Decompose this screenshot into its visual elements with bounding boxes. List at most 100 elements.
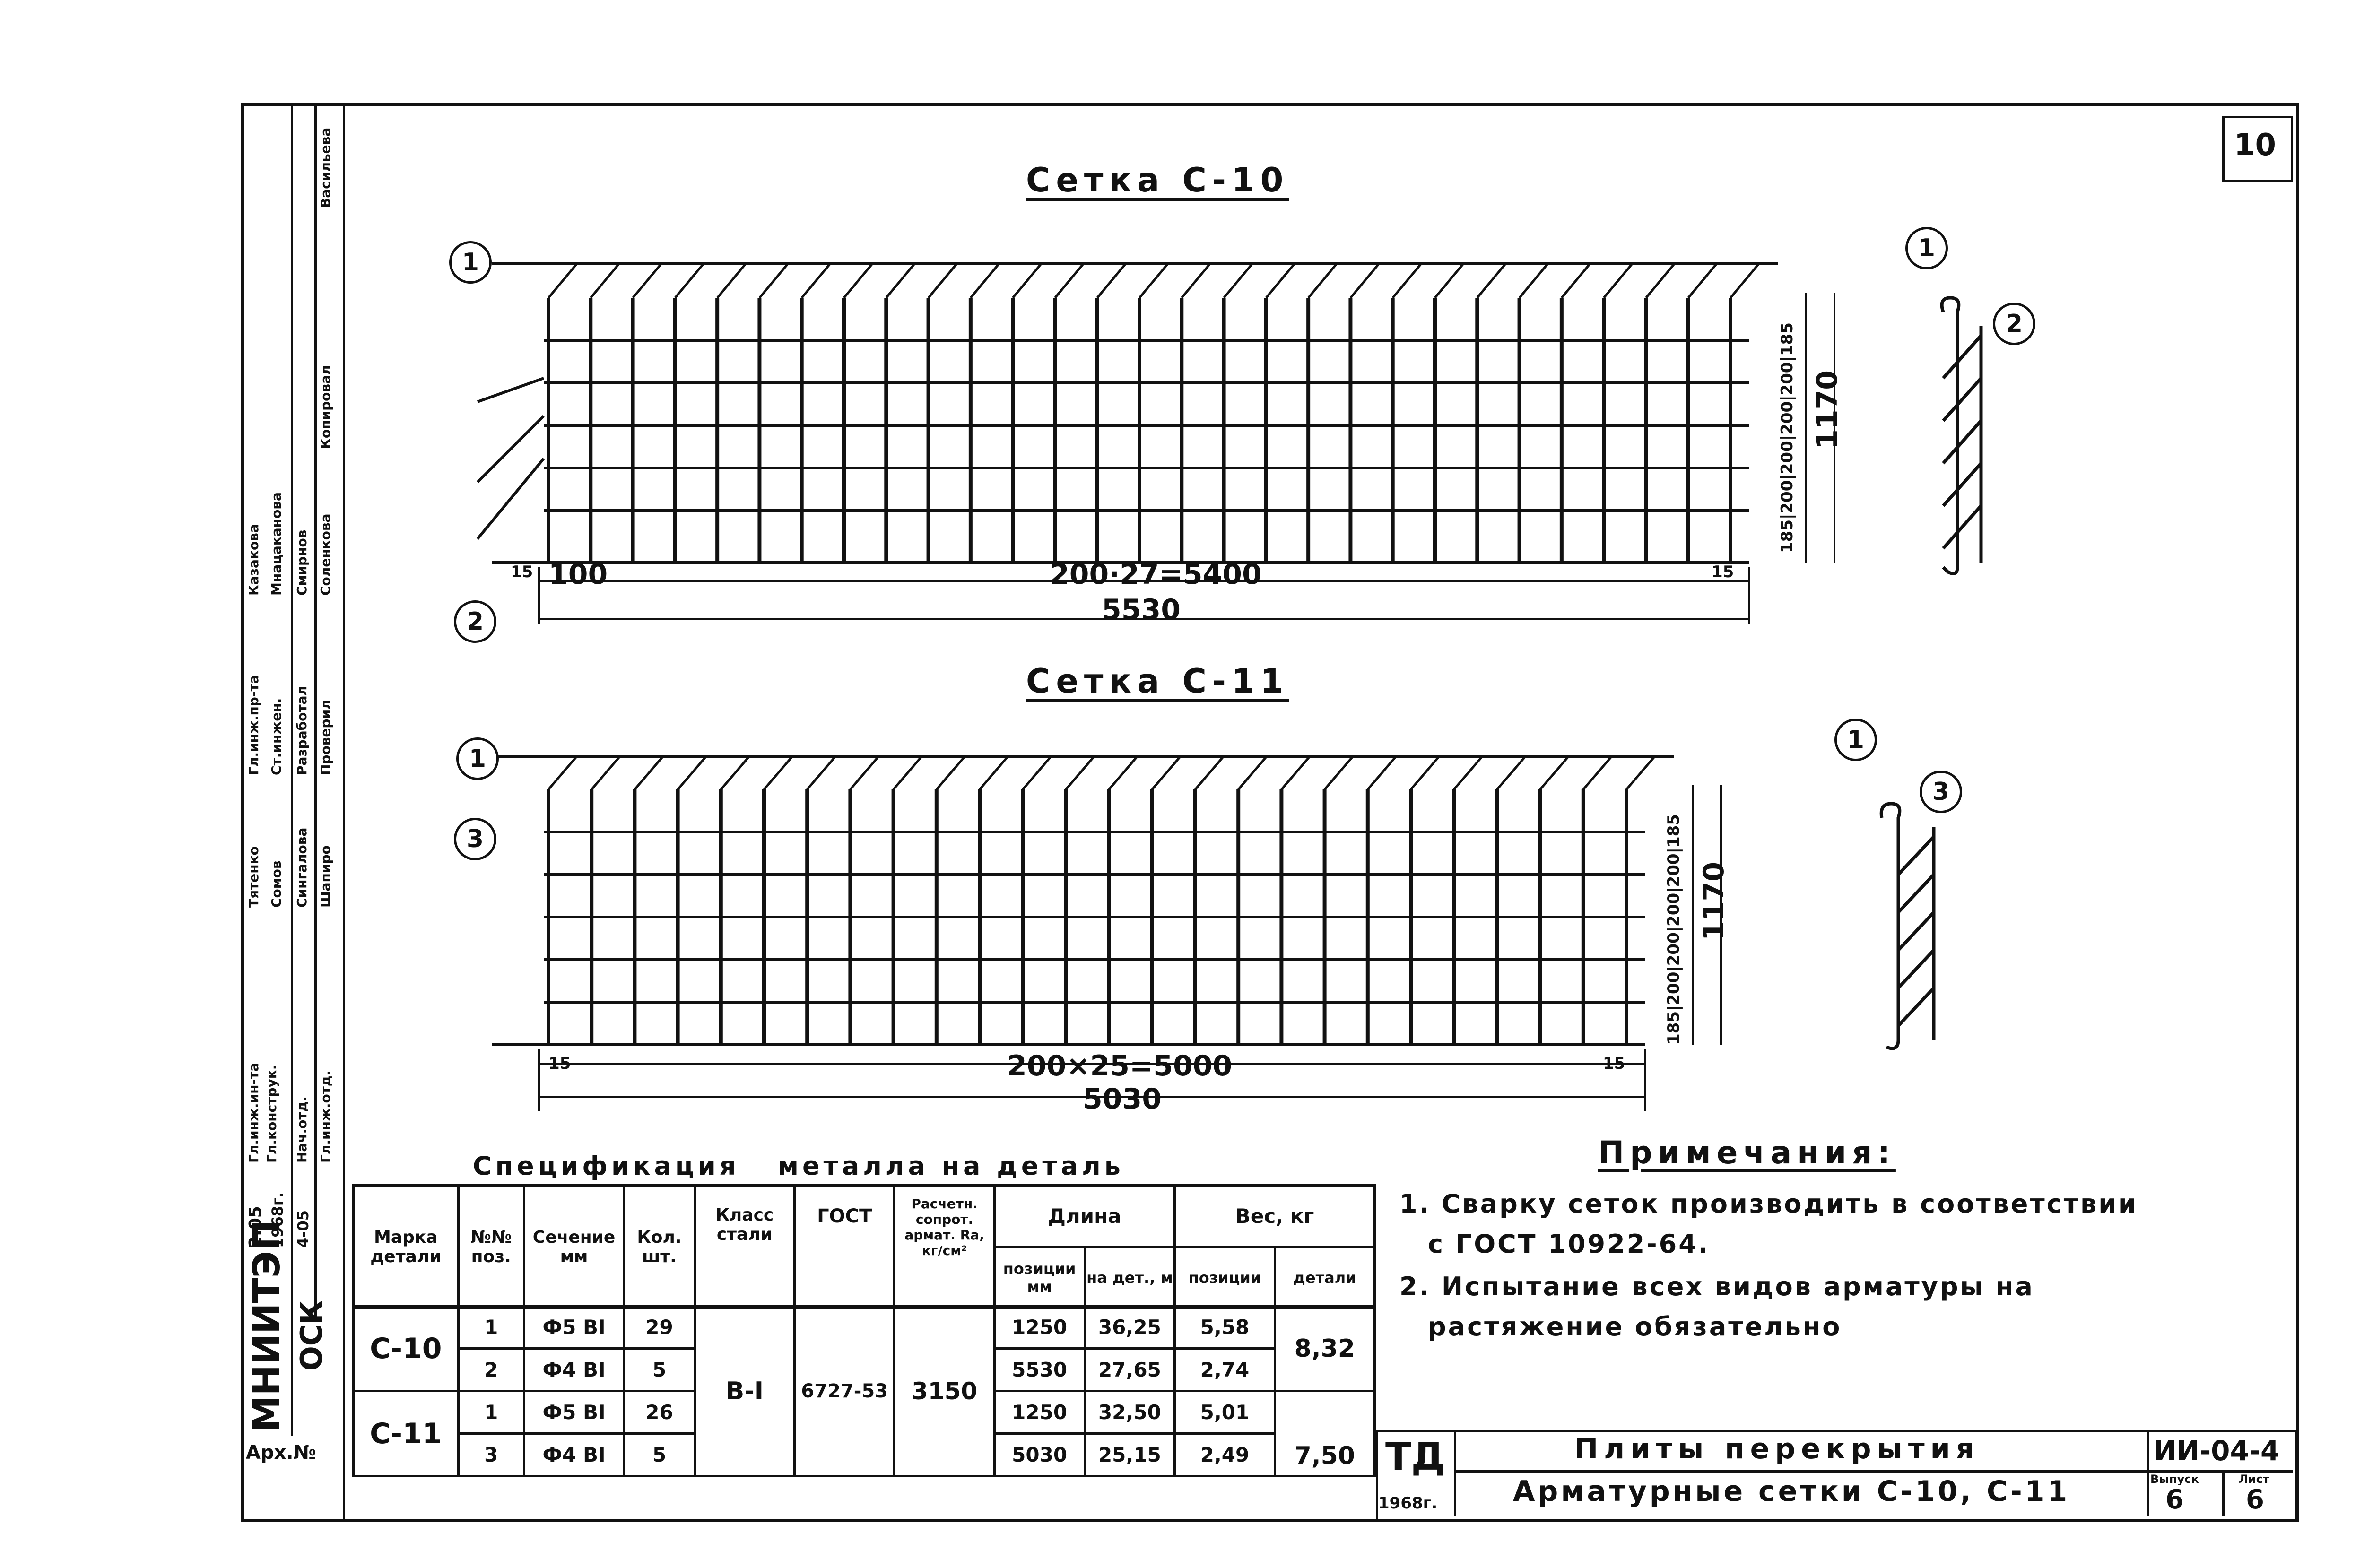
row-3-pos: 3 (457, 1432, 525, 1477)
row-0-qty: 29 (623, 1305, 696, 1350)
mesh-c10-dim-right: 15 (1712, 563, 1734, 581)
staff-name-3: Шапиро (318, 845, 333, 908)
rebar-hook (677, 755, 707, 790)
hdr-weight: Вес, кг (1173, 1184, 1376, 1248)
row-1-section: Ф4 ВI (522, 1347, 626, 1392)
rebar-hook (716, 263, 747, 299)
tb-code: ИИ-04-4 (2154, 1435, 2280, 1467)
rebar-hook (1139, 263, 1169, 299)
row-0-section: Ф5 ВI (522, 1305, 626, 1350)
rebar-hook (1054, 263, 1085, 299)
mesh-c11-section (1879, 802, 1936, 1050)
rebar-hook (1366, 755, 1397, 790)
hdr-steel: Класс стали (693, 1184, 796, 1309)
rebar-hook (1108, 755, 1139, 790)
mesh-c10-dim-top: 200·27=5400 (1050, 558, 1262, 591)
staff-role-4: Гл.инж.пр-та (246, 675, 261, 775)
mesh-c11-marker-1: 1 (456, 737, 499, 780)
rebar-hook (1496, 755, 1527, 790)
rebar-hook (1539, 755, 1570, 790)
tb-logo: ТД (1385, 1435, 1445, 1479)
row-1-len-det: 27,65 (1083, 1347, 1176, 1392)
rebar-hook (1280, 755, 1311, 790)
rebar-hook (1453, 755, 1484, 790)
row-c10-mark: С-10 (352, 1305, 460, 1392)
hdr-length: Длина (993, 1184, 1176, 1248)
rebar-hook (1582, 755, 1613, 790)
staff-role-0: Гл.инж.ин-та (246, 1062, 261, 1163)
rebar-hook (1065, 755, 1095, 790)
row-2-pos: 1 (457, 1390, 525, 1435)
tb-divider-issue (2222, 1470, 2225, 1516)
mesh-c10-dim-total: 5530 (1102, 593, 1181, 626)
mesh-c11-dim-left: 15 (548, 1054, 571, 1073)
rebar-hook (843, 263, 873, 299)
hdr-qty: Кол. шт. (623, 1184, 696, 1309)
note-line-4: растяжение обязательно (1428, 1312, 1842, 1342)
rebar-hook (1323, 755, 1354, 790)
rebar-hook (935, 755, 966, 790)
rebar-hook (548, 755, 578, 790)
hdr-gost: ГОСТ (793, 1184, 896, 1309)
side-code-2: 1968г. (269, 1192, 287, 1248)
side-code-1: 2.05 (246, 1206, 265, 1248)
staff-name-0: Тятенко (246, 846, 261, 908)
rebar-hook (1022, 755, 1052, 790)
staff-name-6: Смирнов (294, 529, 310, 596)
hdr-w-det: детали (1273, 1246, 1376, 1309)
rebar-hook (1476, 263, 1507, 299)
row-1-qty: 5 (623, 1347, 696, 1392)
row-0-len-det: 36,25 (1083, 1305, 1176, 1350)
section-c10-marker-2: 2 (1993, 303, 2035, 345)
arch-label: Арх.№ (246, 1442, 316, 1464)
mesh-c11-dim-total: 5030 (1083, 1083, 1162, 1116)
mesh-c10-dim-vertical: 185|200|200|200|200|185 (1778, 322, 1797, 553)
tb-issue-label: Выпуск (2150, 1473, 2199, 1486)
mesh-c11-dim-vertical: 185|200|200|200|200|185 (1664, 814, 1683, 1045)
rebar-hook (1410, 755, 1440, 790)
side-code-3: 4-05 (294, 1210, 312, 1248)
staff-role-7: Проверил (318, 700, 333, 775)
row-3-len-pos: 5030 (993, 1432, 1086, 1477)
w-det-c11: 7,50 (1273, 1390, 1376, 1477)
tb-year: 1968г. (1378, 1494, 1438, 1513)
note-line-1: 1. Сварку сеток производить в соответств… (1399, 1189, 2138, 1219)
section-c10-marker-1: 1 (1905, 227, 1948, 269)
mesh-c10-title: Сетка С-10 (1026, 161, 1289, 199)
staff-name-5: Мнацаканова (269, 492, 284, 596)
rebar-hook (1518, 263, 1549, 299)
staff-role-2: Нач.отд. (294, 1096, 310, 1163)
rebar-hook (806, 755, 837, 790)
side-strip (241, 103, 345, 1521)
row-2-section: Ф5 ВI (522, 1390, 626, 1435)
row-3-w-pos: 2,49 (1173, 1432, 1276, 1477)
staff-name-4: Казакова (246, 524, 261, 596)
rebar-hook (1237, 755, 1268, 790)
rebar-hook (758, 263, 789, 299)
tb-divider-code (2147, 1430, 2149, 1516)
mesh-c11-marker-3: 3 (454, 818, 496, 860)
rebar-hook (1181, 263, 1211, 299)
spec-gost: 6727-53 (793, 1305, 896, 1477)
row-c11-mark: С-11 (352, 1390, 460, 1477)
side-strip-divider-2 (314, 103, 317, 1318)
spec-table: Марка детали №№ поз. Сечение мм Кол. шт.… (352, 1184, 1376, 1309)
row-1-w-pos: 2,74 (1173, 1347, 1276, 1392)
row-3-qty: 5 (623, 1432, 696, 1477)
section-c11-marker-3: 3 (1920, 771, 1962, 813)
rebar-hook (1307, 263, 1338, 299)
rebar-hook (885, 263, 916, 299)
rebar-hook (979, 755, 1009, 790)
mesh-c11-dim-height: 1170 (1697, 862, 1730, 941)
tb-sheet-value: 6 (2246, 1484, 2264, 1515)
mesh-c10-marker-1: 1 (449, 241, 492, 284)
rebar-hook (1265, 263, 1295, 299)
rebar-hook (763, 755, 793, 790)
rebar-hook (548, 263, 578, 299)
title-block (1376, 1430, 2298, 1521)
rebar-hook (927, 263, 958, 299)
spec-body: С-10 1 Ф5 ВI 29 В-I 6727-53 3150 1250 36… (352, 1305, 1376, 1477)
tb-sheet-label: Лист (2239, 1473, 2269, 1486)
rebar-hook (969, 263, 1000, 299)
row-1-len-pos: 5530 (993, 1347, 1086, 1392)
